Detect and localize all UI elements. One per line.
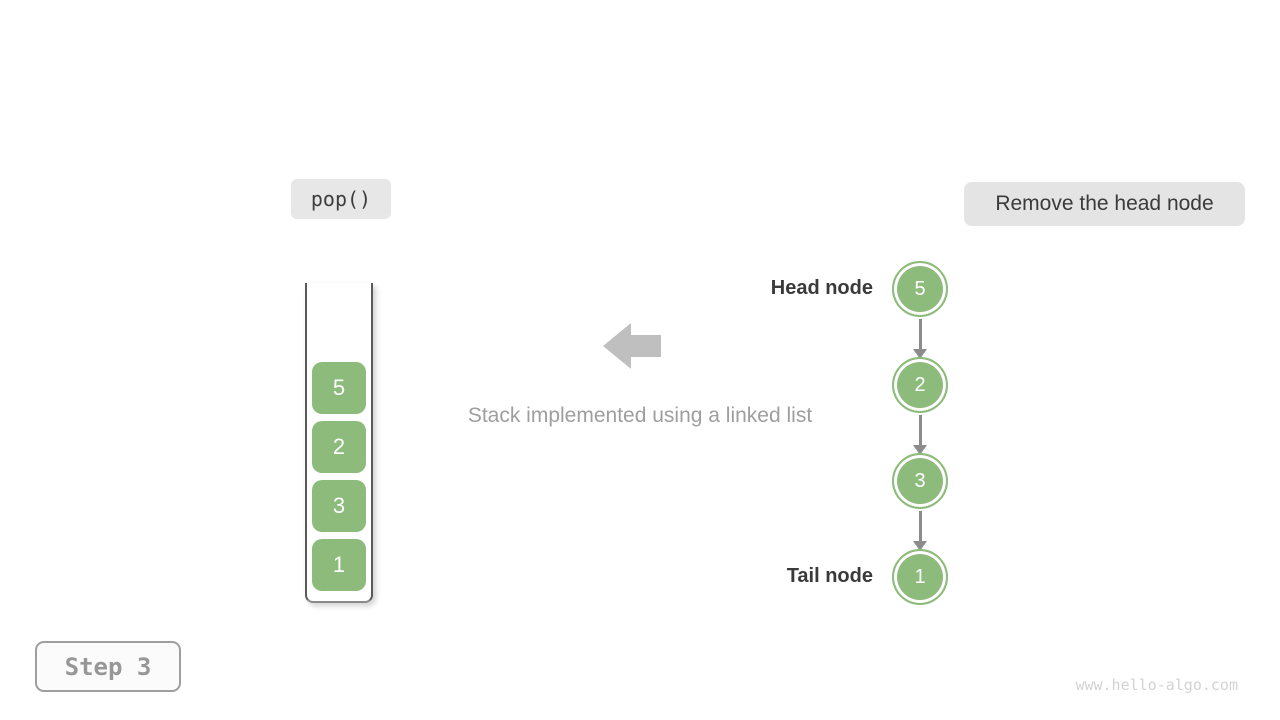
arrowhead-down-icon [913,445,927,455]
arrow-down-connector [908,319,932,359]
head-node-label: Head node [770,277,873,299]
arrowhead-down-icon [913,541,927,551]
watermark-text: www.hello-algo.com [1075,676,1238,694]
stack-container: 5 2 3 1 [305,283,373,603]
stack-item: 3 [312,480,366,532]
operation-description-label: Remove the head node [964,182,1245,226]
linked-list-node: 5 [892,261,948,317]
linked-list-node: 3 [892,453,948,509]
arrow-down-connector [908,511,932,551]
stack-item: 1 [312,539,366,591]
linked-list-node: 1 [892,549,948,605]
caption-text: Stack implemented using a linked list [467,404,813,427]
stack-item: 5 [312,362,366,414]
stack-item: 2 [312,421,366,473]
pop-operation-label: pop() [291,179,391,219]
connector-line [918,511,922,542]
left-arrow-icon [603,323,661,369]
tail-node-label: Tail node [786,565,873,587]
arrowhead-down-icon [913,349,927,359]
arrow-down-connector [908,415,932,455]
step-indicator: Step 3 [35,641,181,692]
linked-list-node: 2 [892,357,948,413]
connector-line [918,415,922,446]
connector-line [918,319,922,350]
